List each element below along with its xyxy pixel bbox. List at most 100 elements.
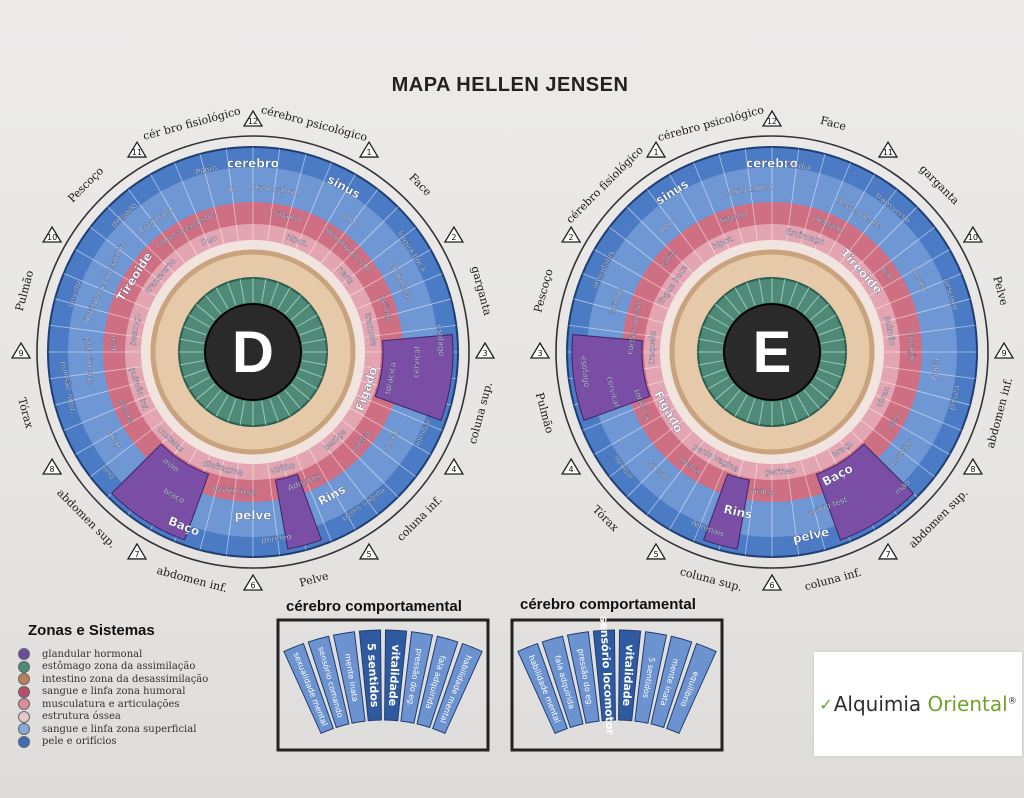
right-eye-sector-line bbox=[281, 153, 307, 244]
map-title: MAPA HELLEN JENSEN bbox=[391, 74, 629, 96]
right-eye-zone-label: pulmão sup. bbox=[83, 337, 95, 387]
left-eye-sector-line bbox=[646, 189, 705, 264]
right-eye-sector-line bbox=[90, 226, 165, 285]
right-eye-stomach-tick bbox=[205, 389, 222, 410]
left-eye-stomach-tick bbox=[707, 314, 729, 328]
left-eye-clock-number: 12 bbox=[767, 117, 777, 126]
left-eye-clock-marker bbox=[993, 341, 1015, 359]
logo-mark: ® bbox=[1007, 696, 1017, 707]
legend-swatch bbox=[18, 673, 30, 685]
left-eye-sector-line bbox=[573, 298, 664, 324]
left-eye-stomach-tick bbox=[724, 294, 741, 315]
left-eye-sector-line bbox=[882, 366, 976, 380]
left-eye-sector-line bbox=[868, 249, 950, 297]
left-eye-sector-line bbox=[850, 206, 918, 274]
right-eye-stomach-tick bbox=[284, 389, 301, 410]
left-eye-zone-label: cerebro bbox=[746, 157, 798, 171]
left-eye-clock-marker bbox=[877, 140, 899, 158]
right-eye-sector-line bbox=[341, 226, 416, 285]
left-eye-glandular-block bbox=[815, 443, 915, 541]
left-eye-clock-number: 9 bbox=[1001, 349, 1006, 358]
left-eye-stomach-tick bbox=[818, 368, 842, 378]
left-eye-stomach-tick bbox=[746, 398, 756, 422]
left-eye-sector-line bbox=[594, 407, 676, 455]
left-eye-sector-line bbox=[814, 162, 851, 249]
right-eye-sector-line bbox=[225, 462, 239, 556]
left-eye-sector-line bbox=[786, 462, 800, 556]
right-eye-sector-line bbox=[54, 380, 145, 406]
right-eye-stomach-tick bbox=[284, 294, 301, 315]
right-eye-zone-label: esofago bbox=[435, 324, 446, 356]
legend-label: intestino zona da desassimilação bbox=[42, 673, 209, 685]
legend-item: sangue e linfa zona humoral bbox=[18, 685, 278, 698]
left-eye-stomach-tick bbox=[734, 395, 748, 417]
check-leaf-icon: ✓ bbox=[819, 694, 833, 714]
left-eye-zone-label: virilha bbox=[750, 486, 775, 497]
right-eye-outer-label: garganta bbox=[469, 265, 495, 318]
right-eye-zone-label: pelve bbox=[235, 509, 272, 523]
left-eye-sector-line bbox=[880, 298, 971, 324]
right-eye-sector-line bbox=[49, 324, 143, 338]
right-eye-sector-line bbox=[295, 162, 332, 249]
left-eye-stomach-tick bbox=[758, 401, 764, 425]
left-eye-glandular-block bbox=[571, 334, 651, 422]
legend-item: pele e orifícios bbox=[18, 735, 278, 748]
right-eye-clock-number: 6 bbox=[250, 581, 255, 590]
legend-swatch bbox=[18, 660, 30, 673]
left-eye-stomach-tick bbox=[780, 279, 786, 303]
left-eye-outer-label: Tórax bbox=[590, 503, 622, 535]
box-right-segment bbox=[618, 629, 642, 722]
right-eye-outer-label: coluna sup. bbox=[466, 380, 495, 445]
right-eye-stomach-tick bbox=[227, 282, 237, 306]
right-eye-stomach-tick bbox=[261, 401, 267, 425]
left-eye-stomach-tick bbox=[796, 287, 810, 309]
right-eye-clock-marker bbox=[474, 341, 496, 359]
left-eye-outer-label: Face bbox=[819, 114, 848, 133]
left-eye-clock-number: 6 bbox=[769, 581, 774, 590]
box-right-segment bbox=[666, 642, 717, 735]
right-eye-clock-marker bbox=[41, 457, 63, 475]
right-eye-clock-marker bbox=[358, 140, 380, 158]
left-eye-clock-marker bbox=[962, 457, 984, 475]
right-eye-clock-number: 3 bbox=[482, 349, 487, 358]
right-eye-stomach-tick bbox=[302, 338, 326, 344]
right-eye-clock-marker bbox=[443, 457, 465, 475]
right-eye-sector-line bbox=[308, 174, 356, 256]
left-eye-sector-line bbox=[693, 455, 730, 542]
box-right-segment bbox=[634, 631, 668, 724]
left-eye-clock-marker bbox=[761, 573, 783, 591]
right-eye-clock-marker bbox=[242, 573, 264, 591]
right-eye-clock-marker bbox=[41, 225, 63, 243]
left-eye-stomach-tick bbox=[796, 395, 810, 417]
left-eye-eye-letter: E bbox=[753, 320, 792, 385]
left-eye-stomach-tick bbox=[702, 368, 726, 378]
right-eye-clock-number: 11 bbox=[132, 148, 142, 157]
legend-item: estômago zona da assimilação bbox=[18, 660, 278, 673]
box-left-segment-label: vitalidade bbox=[386, 644, 402, 706]
right-eye-sector-line bbox=[295, 455, 332, 542]
right-eye-stomach-tick bbox=[299, 326, 323, 336]
box-right-segment bbox=[650, 635, 693, 729]
left-eye-sector-line bbox=[693, 162, 730, 249]
right-eye-stomach-tick bbox=[183, 368, 207, 378]
legend-item: musculatura e articulações bbox=[18, 698, 278, 710]
right-eye-stomach-tick bbox=[180, 338, 204, 344]
left-eye-sector-line bbox=[827, 174, 875, 256]
box-right-frame bbox=[510, 618, 724, 752]
right-eye-pupil bbox=[204, 303, 302, 401]
right-eye-stomach-tick bbox=[180, 360, 204, 366]
left-eye-outer-label: coluna sup. bbox=[679, 565, 744, 594]
right-eye-sector-line bbox=[363, 324, 457, 338]
right-eye-stomach-tick bbox=[299, 368, 323, 378]
left-eye-stomach-tick bbox=[707, 376, 729, 390]
right-eye-zone-label: cerebro bbox=[227, 157, 279, 171]
right-eye-sector-line bbox=[341, 419, 416, 478]
legend-swatch bbox=[18, 735, 30, 748]
left-eye-stomach-tick bbox=[809, 383, 830, 400]
legend-swatch bbox=[18, 698, 30, 710]
right-eye-eye-letter: D bbox=[232, 320, 274, 385]
left-eye-clock-number: 2 bbox=[569, 233, 574, 242]
right-eye-zone-label: perineo bbox=[261, 532, 292, 545]
